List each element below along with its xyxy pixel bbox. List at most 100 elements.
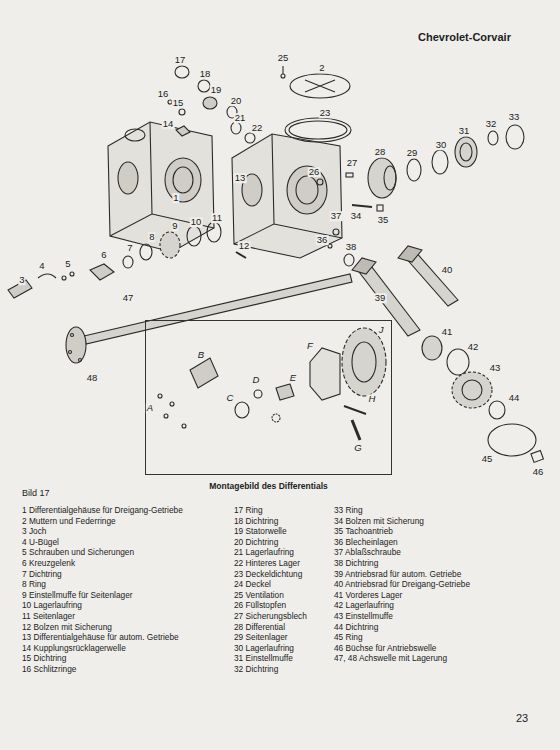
- callout-number: 44: [508, 393, 521, 403]
- callout-number: 29: [406, 148, 419, 158]
- callout-number: 12: [238, 241, 251, 251]
- callout-number: 46: [532, 467, 545, 477]
- parts-list-entry: 7 Dichtring: [22, 570, 62, 578]
- parts-list-entry: 26 Füllstopfen: [234, 601, 286, 609]
- housing-1: [108, 122, 214, 252]
- callout-number: 32: [485, 119, 498, 129]
- parts-list-entry: 38 Dichtring: [334, 559, 378, 567]
- callout-number: 6: [100, 250, 107, 260]
- page-title: Chevrolet-Corvair: [418, 31, 511, 43]
- parts-list-entry: 20 Dichtring: [234, 538, 278, 546]
- callout-number: 1: [172, 193, 179, 203]
- parts-list-entry: 45 Ring: [334, 633, 363, 641]
- parts-list-entry: 44 Dichtring: [334, 623, 378, 631]
- axle-shaft: [66, 274, 352, 363]
- callout-number: 3: [18, 275, 25, 285]
- callout-number: 43: [489, 363, 502, 373]
- callout-number: 41: [441, 327, 454, 337]
- inset-caption: Montagebild des Differentials: [146, 481, 391, 491]
- parts-list-entry: 23 Deckeldichtung: [234, 570, 302, 578]
- callout-letter: H: [368, 394, 377, 404]
- callout-number: 31: [458, 126, 471, 136]
- callout-number: 8: [148, 232, 155, 242]
- cover: [290, 74, 350, 98]
- parts-list-entry: 10 Lagerlaufring: [22, 601, 82, 609]
- page-number: 23: [516, 712, 528, 724]
- callout-number: 5: [64, 259, 71, 269]
- callout-number: 7: [126, 243, 133, 253]
- callout-number: 28: [374, 147, 387, 157]
- callout-number: 20: [230, 96, 243, 106]
- parts-list-entry: 41 Vorderes Lager: [334, 591, 402, 599]
- callout-number: 15: [172, 98, 185, 108]
- callout-number: 19: [210, 85, 223, 95]
- callout-number: 45: [481, 454, 494, 464]
- parts-list-entry: 42 Lagerlaufring: [334, 601, 394, 609]
- parts-list-entry: 35 Tachoantrieb: [334, 527, 393, 535]
- callout-number: 10: [190, 217, 203, 227]
- adjusting-sleeve-43: [452, 372, 492, 408]
- callout-number: 4: [38, 261, 45, 271]
- housing-13: [232, 134, 342, 258]
- callout-letter: D: [252, 375, 261, 385]
- parts-list-entry: 19 Statorwelle: [234, 527, 287, 535]
- callout-number: 38: [345, 242, 358, 252]
- callout-number: 23: [319, 108, 332, 118]
- callout-number: 37: [330, 211, 343, 221]
- assembly-inset: [158, 328, 386, 440]
- universal-joint: [8, 222, 246, 298]
- differential: [368, 158, 396, 198]
- callout-letter: C: [226, 393, 235, 403]
- parts-list-entry: 1 Differentialgehäuse für Dreigang-Getri…: [22, 506, 183, 514]
- parts-list-entry: 4 U-Bügel: [22, 538, 59, 546]
- callout-letter: E: [289, 373, 297, 383]
- pinion-shaft-39: [352, 258, 420, 336]
- callout-number: 33: [508, 112, 521, 122]
- parts-list-entry: 2 Muttern und Federringe: [22, 517, 116, 525]
- parts-list-entry: 27 Sicherungsblech: [234, 612, 307, 620]
- callout-number: 30: [435, 140, 448, 150]
- parts-list-entry: 12 Bolzen mit Sicherung: [22, 623, 112, 631]
- callout-number: 48: [86, 373, 99, 383]
- parts-list-entry: 15 Dichtring: [22, 654, 66, 662]
- figure-number: Bild 17: [22, 489, 50, 498]
- parts-list-entry: 30 Lagerlaufring: [234, 644, 294, 652]
- callout-number: 39: [374, 293, 387, 303]
- parts-list-entry: 14 Kupplungsrücklagerwelle: [22, 644, 126, 652]
- parts-list-entry: 18 Dichtring: [234, 517, 278, 525]
- parts-list-entry: 43 Einstellmuffe: [334, 612, 393, 620]
- callout-number: 16: [157, 89, 170, 99]
- parts-list-entry: 6 Kreuzgelenk: [22, 559, 75, 567]
- callout-number: 21: [234, 113, 247, 123]
- callout-number: 11: [211, 213, 223, 223]
- parts-list-entry: 16 Schlitzringe: [22, 665, 76, 673]
- parts-list-entry: 32 Dichtring: [234, 665, 278, 673]
- parts-list-entry: 11 Seitenlager: [22, 612, 75, 620]
- parts-list-entry: 24 Deckel: [234, 580, 271, 588]
- callout-number: 42: [467, 342, 480, 352]
- parts-list-entry: 22 Hinteres Lager: [234, 559, 300, 567]
- callout-letter: G: [353, 443, 362, 453]
- parts-list-entry: 8 Ring: [22, 580, 46, 588]
- parts-list-entry: 40 Antriebsrad für Dreigang-Getriebe: [334, 580, 470, 588]
- callout-number: 25: [277, 53, 290, 63]
- parts-list-entry: 33 Ring: [334, 506, 363, 514]
- callout-number: 36: [316, 235, 329, 245]
- callout-number: 22: [251, 123, 264, 133]
- callout-letter: J: [378, 325, 385, 335]
- parts-list-entry: 46 Büchse für Antriebswelle: [334, 644, 436, 652]
- callout-number: 40: [441, 265, 454, 275]
- callout-number: 27: [346, 158, 359, 168]
- parts-list-entry: 31 Einstellmuffe: [234, 654, 293, 662]
- parts-list-entry: 25 Ventilation: [234, 591, 284, 599]
- parts-list-entry: 9 Einstellmuffe für Seitenlager: [22, 591, 133, 599]
- callout-number: 35: [377, 215, 390, 225]
- parts-list-entry: 39 Antriebsrad für autom. Getriebe: [334, 570, 461, 578]
- callout-number: 2: [318, 63, 325, 73]
- parts-list-entry: 5 Schrauben und Sicherungen: [22, 548, 134, 556]
- parts-list-entry: 37 Ablaßschraube: [334, 548, 401, 556]
- callout-number: 14: [162, 119, 175, 129]
- parts-list-entry: 28 Differential: [234, 623, 285, 631]
- callout-number: 18: [199, 69, 212, 79]
- callout-number: 47: [122, 293, 135, 303]
